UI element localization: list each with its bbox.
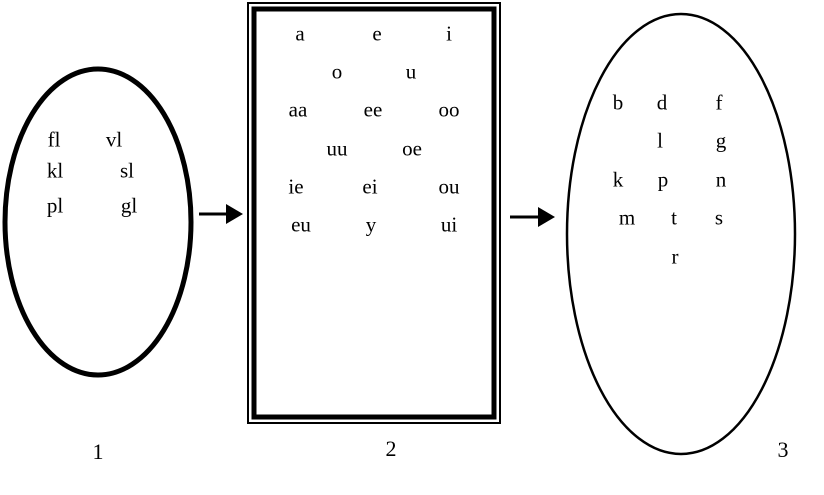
- group-2-item: u: [405, 59, 417, 84]
- group-1-item: kl: [46, 158, 64, 183]
- group-2-item: eu: [291, 212, 311, 237]
- group-1-item: gl: [120, 193, 138, 218]
- group-3-item: s: [714, 205, 724, 230]
- group-3-item: m: [618, 205, 636, 230]
- arrow-right-icon: [199, 204, 243, 224]
- group-3-item: l: [657, 128, 663, 153]
- group-2-item: e: [372, 21, 382, 46]
- group-3-item: n: [715, 167, 727, 192]
- group-2-item: oe: [402, 136, 422, 161]
- group-1-ellipse: [2, 66, 194, 378]
- group-2-item: ui: [440, 212, 458, 237]
- group-2-item: a: [295, 21, 305, 46]
- group-3-item: d: [656, 90, 668, 115]
- group-2-item: ie: [288, 174, 304, 199]
- group-3-item: f: [715, 90, 723, 115]
- group-1-item: fl: [47, 127, 61, 152]
- group-2-item: ou: [438, 174, 460, 199]
- group-2-item: aa: [288, 97, 308, 122]
- group-2-item: uu: [326, 136, 348, 161]
- group-1-item: sl: [119, 158, 135, 183]
- group-2-outer-frame: [247, 2, 501, 424]
- group-1-item: pl: [46, 193, 64, 218]
- group-3-item: r: [671, 244, 679, 269]
- group-2-item: y: [365, 212, 377, 237]
- group-2-item: o: [331, 59, 343, 84]
- group-1-item: vl: [105, 127, 123, 152]
- group-3-label: 3: [777, 437, 789, 462]
- group-3-item: t: [671, 205, 677, 230]
- group-3-item: k: [612, 167, 624, 192]
- group-2-item: oo: [438, 97, 460, 122]
- group-3-item: g: [715, 128, 727, 153]
- group-3-item: p: [657, 167, 669, 192]
- arrow-right-icon: [510, 207, 555, 227]
- group-3-item: b: [612, 90, 624, 115]
- group-2-item: ei: [362, 174, 378, 199]
- group-3-ellipse: [565, 12, 797, 456]
- group-2-item: i: [446, 21, 452, 46]
- group-2-inner-frame: [251, 6, 497, 420]
- group-2-item: ee: [363, 97, 383, 122]
- group-1-label: 1: [92, 439, 104, 464]
- group-2-label: 2: [385, 436, 397, 461]
